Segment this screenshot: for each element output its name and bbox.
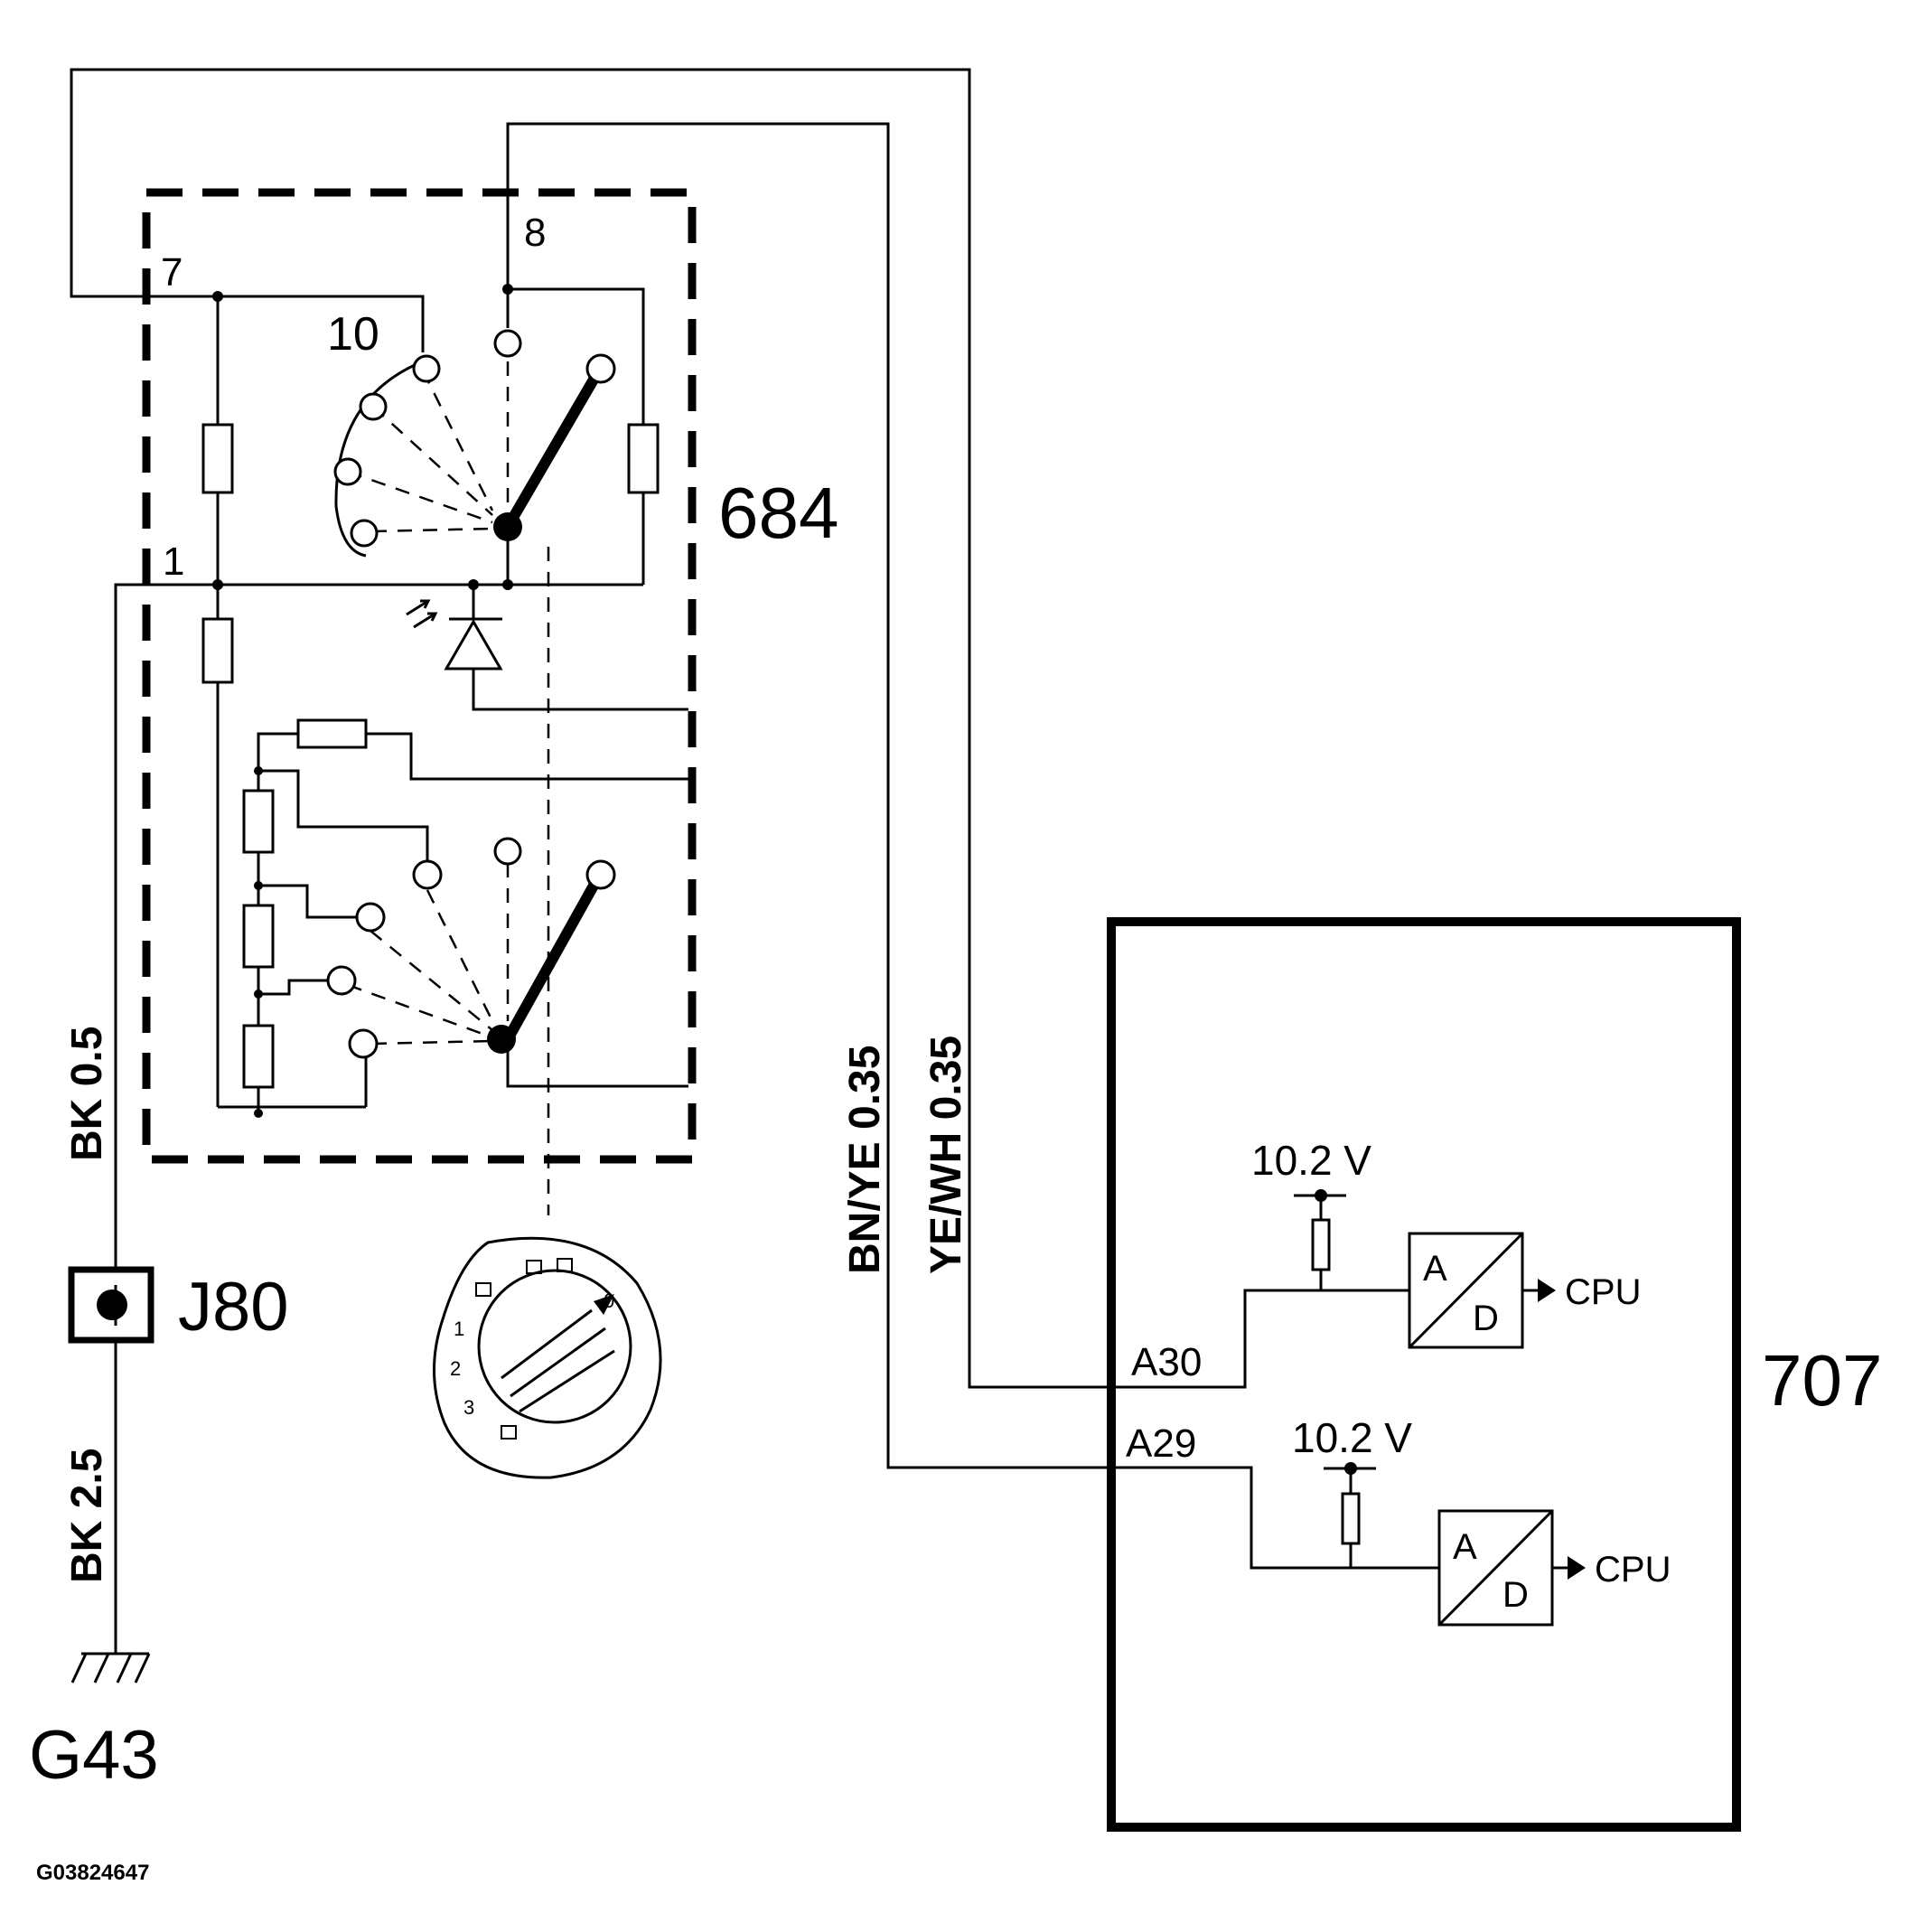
connector-a30-label: A30 <box>1131 1340 1202 1384</box>
pin-10-label: 10 <box>327 308 379 361</box>
lower-rotary-switch <box>326 837 688 1088</box>
led-icon <box>406 585 688 711</box>
adc-d-label-bottom: D <box>1502 1575 1529 1615</box>
knob-position-3: 3 <box>463 1396 474 1419</box>
junction-dot <box>502 284 513 295</box>
ground-icon <box>70 1652 151 1683</box>
adc-a-label-bottom: A <box>1453 1527 1477 1567</box>
knob-position-0: 0 <box>604 1290 614 1312</box>
wire-pin8-bnye <box>506 122 1111 1469</box>
wire-pin1-ground <box>114 583 146 1654</box>
resistor <box>627 423 660 494</box>
wire-label-bk05: BK 0.5 <box>63 1027 111 1161</box>
knob-position-2: 2 <box>450 1357 461 1380</box>
voltage-label-bottom: 10.2 V <box>1292 1414 1412 1461</box>
adc-a-label-top: A <box>1423 1249 1447 1289</box>
pin-7-label: 7 <box>161 250 183 295</box>
switch-unit-label: 684 <box>718 473 838 553</box>
upper-rotary-switch <box>333 329 616 558</box>
wire-label-yewh: YE/WH 0.35 <box>922 1036 970 1274</box>
pin-1-label: 1 <box>163 539 184 584</box>
resistor <box>201 423 234 494</box>
cpu-label-bottom: CPU <box>1595 1550 1671 1590</box>
knob-dial-icon: 0 1 2 3 <box>432 1236 662 1479</box>
wire-label-bnye: BN/YE 0.35 <box>841 1046 889 1274</box>
pin-8-label: 8 <box>524 211 546 255</box>
adc-d-label-top: D <box>1473 1299 1499 1338</box>
headlamp-icon <box>475 1258 573 1440</box>
internal-wiring <box>146 287 645 1109</box>
wire-pin7-yewh <box>70 68 1111 1389</box>
voltage-label-top: 10.2 V <box>1251 1137 1371 1184</box>
knob-position-1: 1 <box>454 1318 464 1340</box>
lower-resistor-network <box>242 718 688 1118</box>
connector-a29-label: A29 <box>1126 1421 1196 1466</box>
junction-j80-dot <box>97 1290 127 1320</box>
junction-dot <box>502 579 513 590</box>
figure-id: G03824647 <box>36 1861 149 1885</box>
adc-channel-a29: 10.2 V A D CPU <box>1111 1414 1671 1627</box>
junction-dot <box>212 579 223 590</box>
resistor <box>201 617 234 684</box>
junction-label: J80 <box>178 1269 289 1346</box>
wire-label-bk25: BK 2.5 <box>63 1449 111 1583</box>
control-module-707-box <box>1107 917 1741 1832</box>
ground-label: G43 <box>29 1717 159 1794</box>
adc-channel-a30: 10.2 V A D CPU <box>1111 1137 1641 1389</box>
control-module-label: 707 <box>1762 1340 1882 1421</box>
switch-unit-684-box <box>142 188 697 1164</box>
cpu-label-top: CPU <box>1565 1272 1641 1312</box>
junction-dot <box>212 291 223 302</box>
